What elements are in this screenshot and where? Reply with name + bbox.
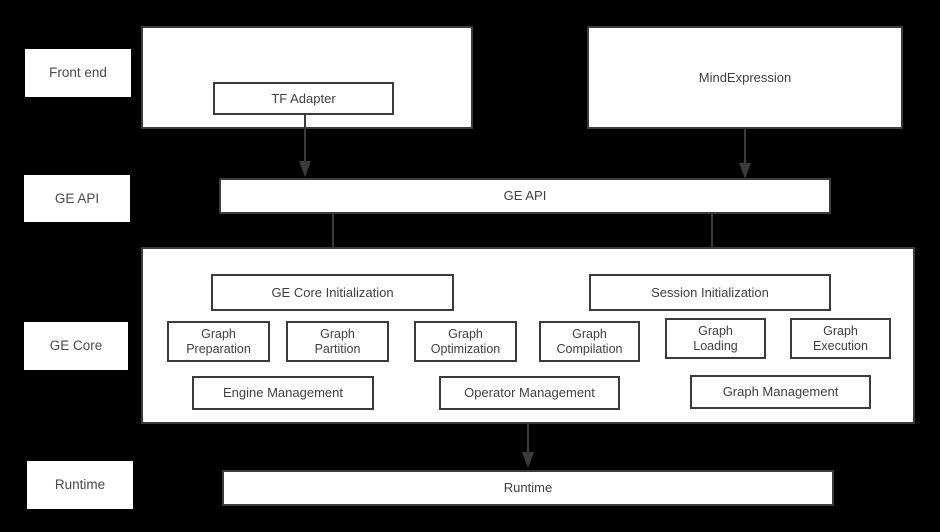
- rail-label-ge-api: GE API: [24, 175, 130, 222]
- session-initialization-box[interactable]: Session Initialization: [589, 274, 831, 311]
- rail-label-ge-core: GE Core: [24, 322, 128, 370]
- graph-partition-box[interactable]: Graph Partition: [286, 321, 389, 362]
- connector-mindexpression-to-ge-api: [737, 129, 753, 181]
- connector-tf-adapter-to-ge-api: [297, 115, 313, 179]
- graph-loading-box[interactable]: Graph Loading: [665, 318, 766, 359]
- graph-management-box[interactable]: Graph Management: [690, 375, 871, 409]
- graph-optimization-box[interactable]: Graph Optimization: [414, 321, 517, 362]
- ge-core-initialization-box[interactable]: GE Core Initialization: [211, 274, 454, 311]
- operator-management-box[interactable]: Operator Management: [439, 376, 620, 410]
- connector-ge-core-to-runtime: [520, 424, 536, 470]
- runtime-bar[interactable]: Runtime: [222, 470, 834, 506]
- graph-compilation-box[interactable]: Graph Compilation: [539, 321, 640, 362]
- rail-label-front-end: Front end: [25, 49, 131, 97]
- ge-api-bar[interactable]: GE API: [219, 178, 831, 214]
- graph-preparation-box[interactable]: Graph Preparation: [167, 321, 270, 362]
- rail-label-runtime: Runtime: [27, 461, 133, 509]
- mindexpression-panel[interactable]: MindExpression: [587, 26, 903, 129]
- engine-management-box[interactable]: Engine Management: [192, 376, 374, 410]
- tf-adapter-box[interactable]: TF Adapter: [213, 82, 394, 115]
- graph-execution-box[interactable]: Graph Execution: [790, 318, 891, 359]
